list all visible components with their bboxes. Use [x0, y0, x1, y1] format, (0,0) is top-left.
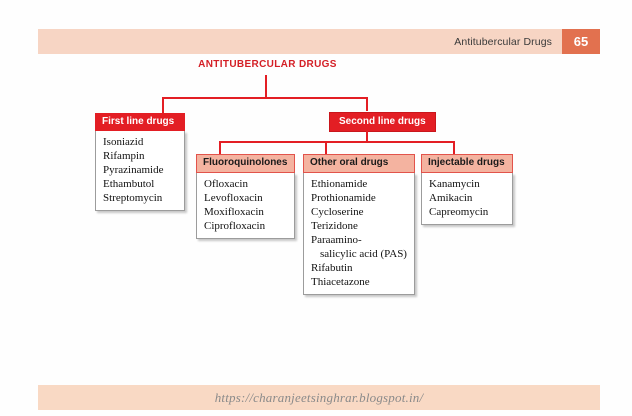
page-number-badge: 65	[562, 29, 600, 54]
list-item: Ofloxacin	[204, 177, 248, 190]
list-fluoroquinolones: Ofloxacin Levofloxacin Moxifloxacin Cipr…	[196, 172, 295, 239]
list-item: Streptomycin	[103, 192, 163, 205]
page-header-title: Antitubercular Drugs	[454, 35, 552, 48]
connector-other-oral-drop	[325, 141, 327, 154]
connector-injectable-drop	[453, 141, 455, 154]
node-header-injectable-drugs: Injectable drugs	[421, 154, 513, 173]
node-header-other-oral-drugs: Other oral drugs	[303, 154, 415, 173]
flowchart-title: ANTITUBERCULAR DRUGS	[198, 59, 337, 70]
page-footer-bar: https://charanjeetsinghrar.blogspot.in/	[38, 385, 600, 410]
node-fluoroquinolones[interactable]: Fluoroquinolones Ofloxacin Levofloxacin …	[196, 154, 295, 239]
connector-first-line-drop	[162, 97, 164, 114]
list-item: Rifampin	[103, 150, 145, 163]
connector-title-stem	[265, 75, 267, 97]
list-item: Moxifloxacin	[204, 205, 264, 218]
list-item: Paraamino-	[311, 233, 362, 246]
list-item: Isoniazid	[103, 136, 144, 148]
footer-url[interactable]: https://charanjeetsinghrar.blogspot.in/	[214, 389, 424, 405]
list-item: Kanamycin	[429, 177, 480, 190]
node-second-line-drugs[interactable]: Second line drugs	[329, 111, 436, 132]
node-other-oral-drugs[interactable]: Other oral drugs Ethionamide Prothionami…	[303, 154, 415, 296]
node-header-fluoroquinolones: Fluoroquinolones	[196, 154, 295, 173]
connector-fluoroquinolones-drop	[219, 141, 221, 154]
list-first-line-drugs: Isoniazid Rifampin Pyrazinamide Ethambut…	[95, 131, 185, 212]
connector-second-stem	[366, 129, 368, 141]
connector-top-bus	[162, 97, 368, 99]
list-item: Levofloxacin	[204, 191, 263, 204]
list-item: Ethambutol	[103, 178, 155, 191]
list-injectable-drugs: Kanamycin Amikacin Capreomycin	[421, 172, 513, 225]
list-item: Cycloserine	[311, 205, 364, 218]
list-item: Ethionamide	[311, 177, 368, 190]
connector-second-bus	[219, 141, 455, 143]
list-item: Ciprofloxacin	[204, 219, 266, 232]
list-item: Terizidone	[311, 219, 358, 232]
list-item: salicylic acid (PAS)	[320, 247, 407, 260]
list-other-oral-drugs: Ethionamide Prothionamide Cycloserine Te…	[303, 172, 415, 296]
list-item: Capreomycin	[429, 205, 489, 218]
list-item: Prothionamide	[311, 191, 376, 204]
node-first-line-drugs[interactable]: First line drugs Isoniazid Rifampin Pyra…	[95, 113, 185, 212]
page-header-bar: Antitubercular Drugs 65	[38, 29, 600, 54]
node-header-second-line-drugs: Second line drugs	[329, 112, 436, 132]
list-item: Amikacin	[429, 191, 473, 204]
connector-second-line-drop	[366, 97, 368, 111]
node-injectable-drugs[interactable]: Injectable drugs Kanamycin Amikacin Capr…	[421, 154, 513, 225]
node-header-first-line-drugs: First line drugs	[95, 113, 185, 131]
list-item: Pyrazinamide	[103, 164, 164, 177]
list-item: Rifabutin	[311, 261, 353, 274]
list-item: Thiacetazone	[311, 276, 370, 289]
